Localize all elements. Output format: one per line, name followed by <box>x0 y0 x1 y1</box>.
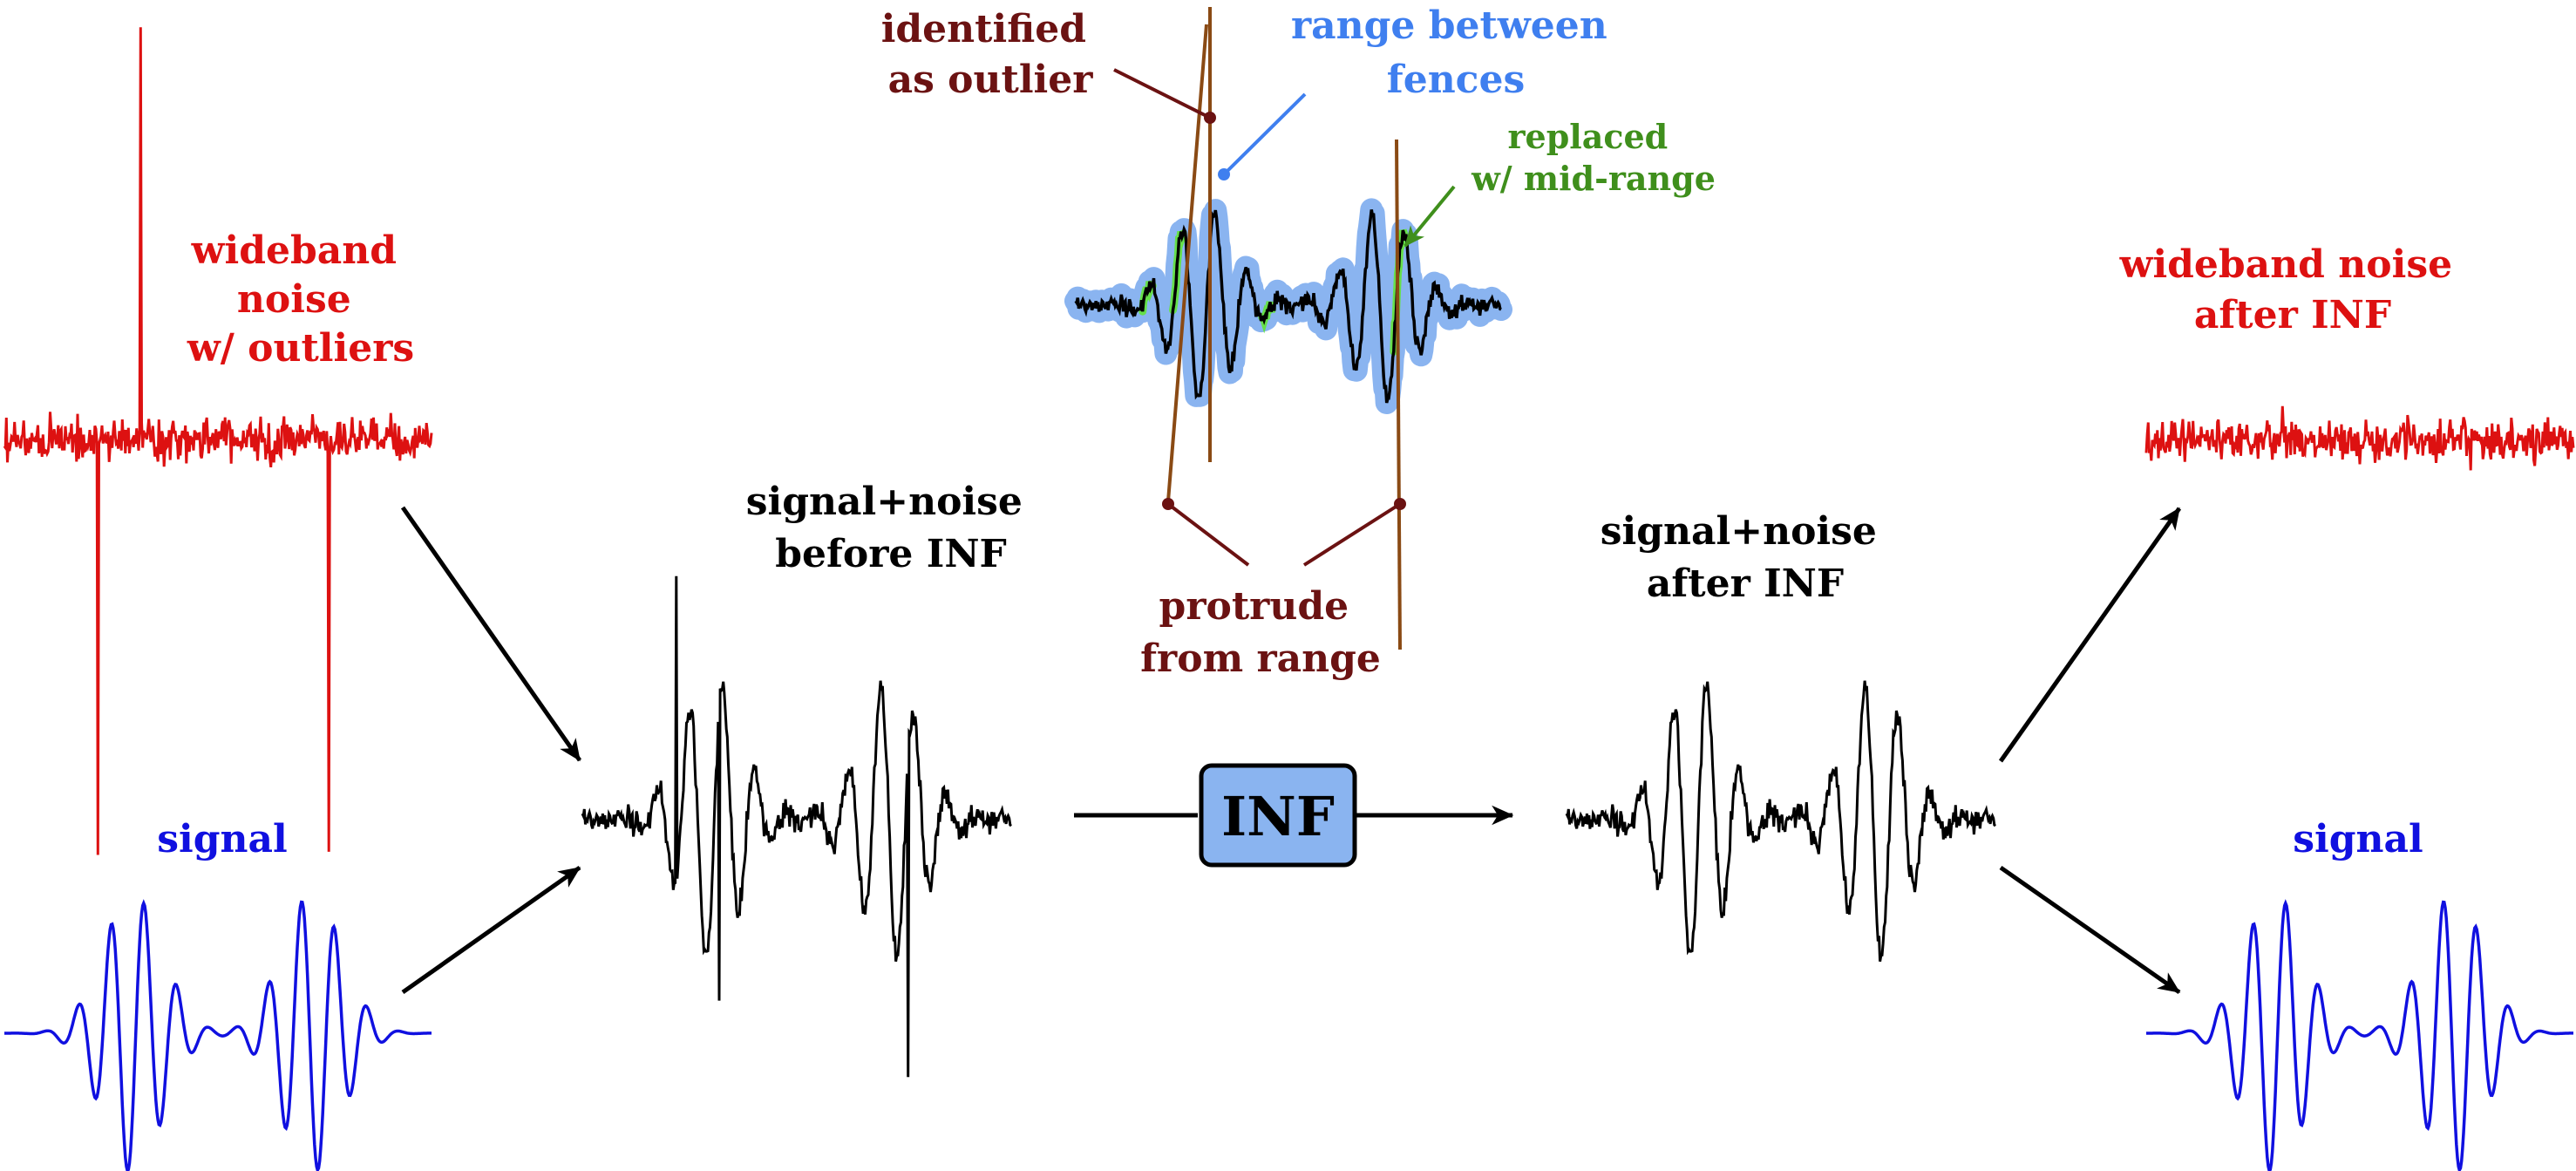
signal-label-left: signal <box>157 817 287 861</box>
arrow-right-icon <box>400 506 582 762</box>
signal-waveform-output <box>2146 899 2573 1171</box>
fence-line-right <box>1395 139 1402 650</box>
protrude-dot-right <box>1394 498 1406 510</box>
protrude-pointer-right <box>1302 502 1402 567</box>
signal-noise-before-label: signal+noise before INF <box>746 480 1036 576</box>
outlier-pointer <box>1113 68 1211 119</box>
replaced-mid-range-label: replaced w/ mid-range <box>1471 117 1716 198</box>
replaced-arrow <box>1404 185 1456 248</box>
range-pointer <box>1222 92 1307 176</box>
noise-after-inf-waveform <box>2144 405 2575 471</box>
range-dot <box>1218 168 1230 180</box>
inf-box-label: INF <box>1221 785 1335 848</box>
outlier-dot <box>1204 112 1216 124</box>
arrow-right-icon <box>1999 865 2181 995</box>
signal-noise-after-label: signal+noise after INF <box>1601 509 1890 606</box>
wideband-noise-outliers-label: wideband noise w/ outliers <box>187 228 414 371</box>
inset-waveform <box>1074 209 1502 404</box>
signal-noise-after-waveform <box>1565 680 1997 962</box>
protrude-pointer-left <box>1166 502 1250 567</box>
signal-label-right: signal <box>2293 817 2423 861</box>
protrude-from-range-label: protrude from range <box>1140 584 1381 681</box>
identified-outlier-label: identified as outlier <box>881 7 1100 102</box>
range-between-fences-label: range between fences <box>1291 3 1621 102</box>
inf-box <box>1199 763 1357 868</box>
fence-line-left <box>1166 24 1208 502</box>
signal-noise-before-waveform <box>581 575 1013 1078</box>
wideband-noise-after-label: wideband noise after INF <box>2119 242 2466 337</box>
arrow-right-icon <box>401 865 581 995</box>
noise-with-outliers-waveform <box>3 27 433 855</box>
protrude-dot-left <box>1162 498 1174 510</box>
signal-waveform <box>4 899 432 1171</box>
fence-detail-inset: identified as outlier range between fenc… <box>881 3 1716 681</box>
arrow-right-icon <box>1998 507 2182 763</box>
